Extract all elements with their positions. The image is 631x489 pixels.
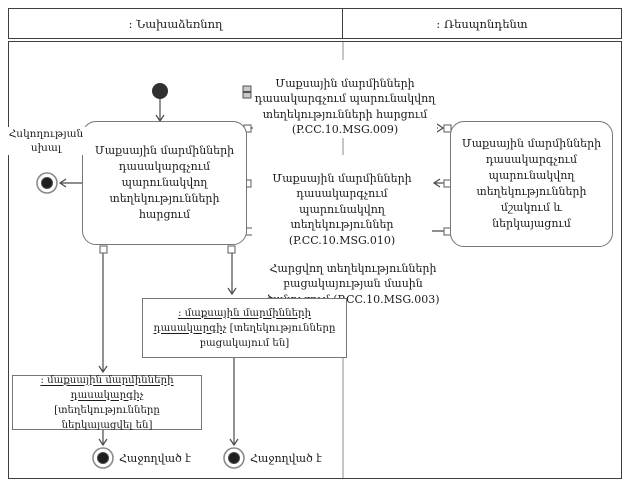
arrowhead-down-icon [98, 365, 108, 374]
object-absent-name: : մաքսային մարմինների դասակարգիչ [153, 307, 312, 334]
success-label-right: Հաջողված է [250, 452, 322, 465]
initial-node [152, 83, 168, 99]
pin [227, 245, 236, 254]
msg-010-text: Մաքսային մարմինների դասակարգչում պարունա… [272, 171, 412, 247]
object-node-information-absent: : մաքսային մարմինների դասակարգիչ [տեղեկո… [142, 298, 347, 358]
arrowhead-left-icon [58, 178, 67, 188]
msg-009-text: Մաքսային մարմինների դասակարգչում պարունա… [254, 76, 436, 137]
activity-request-information: Մաքսային մարմինների դասակարգչում պարունա… [82, 121, 247, 245]
arrowhead-left-icon [432, 178, 441, 188]
object-presented-state: [տեղեկությունները ներկայացվել են] [54, 404, 160, 431]
arrowhead-down-icon [98, 438, 108, 447]
swimlane-label-respondent: : Ռեսպոնդենտ [436, 16, 528, 31]
arrowhead-down-icon [229, 438, 239, 447]
control-error-label: Հսկողության սխալ [6, 127, 86, 155]
activity-process-information: Մաքսային մարմինների դասակարգչում պարունա… [450, 121, 613, 247]
flow-label-msg-010: Մաքսային մարմինների դասակարգչում պարունա… [252, 155, 432, 248]
activity-request-label: Մաքսային մարմինների դասակարգչում պարունա… [94, 144, 235, 221]
final-node-success-right-core [228, 452, 240, 464]
swimlane-header-respondent: : Ռեսպոնդենտ [342, 8, 622, 39]
final-node-success-left-core [97, 452, 109, 464]
flow-label-msg-009: Մաքսային մարմինների դասակարգչում պարունա… [253, 60, 437, 138]
activity-process-label: Մաքսային մարմինների դասակարգչում պարունա… [461, 137, 602, 230]
arrowhead-right-icon [436, 123, 445, 133]
object-absent-state: [տեղեկությունները բացակայում են] [199, 322, 336, 349]
object-presented-name: : մաքսային մարմինների դասակարգիչ [40, 374, 174, 401]
object-node-information-presented: : մաքսային մարմինների դասակարգիչ [տեղեկո… [12, 374, 202, 431]
control-error-text: Հսկողության սխալ [8, 128, 84, 154]
arrowhead-down-icon [227, 287, 237, 296]
success-label-left: Հաջողված է [119, 452, 191, 465]
swimlane-header-initiator: : Նախաձեռնող [8, 8, 343, 39]
success-left-text: Հաջողված է [119, 452, 191, 465]
final-node-control-error-core [41, 177, 53, 189]
pin [99, 245, 108, 254]
swimlane-label-initiator: : Նախաձեռնող [128, 16, 223, 31]
message-object-icon [242, 85, 252, 99]
success-right-text: Հաջողված է [250, 452, 322, 465]
